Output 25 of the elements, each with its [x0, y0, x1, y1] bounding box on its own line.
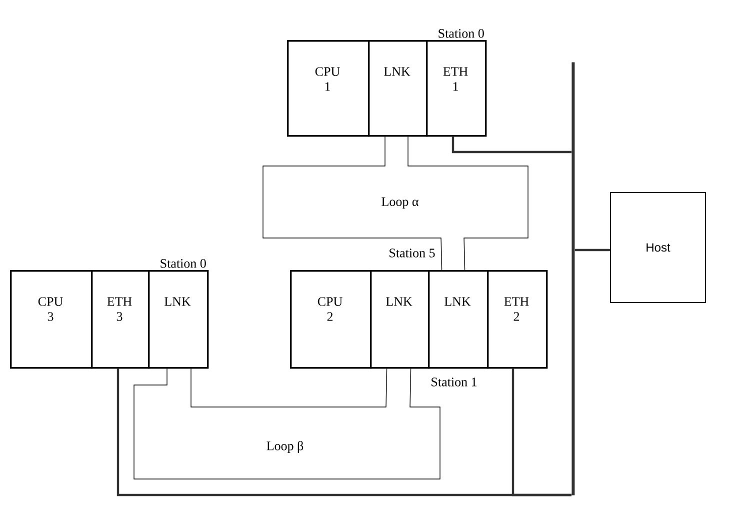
module-box: LNK: [370, 270, 430, 369]
station-label: Station 5: [388, 248, 436, 258]
ethernet-cable: [574, 248, 610, 252]
loop-wire: [190, 368, 388, 408]
module-box: LNK: [428, 270, 489, 369]
loop-label: Loop β: [266, 441, 304, 453]
node-label: Station 0: [438, 29, 484, 38]
station-label: Station 1: [430, 376, 478, 388]
host-box: Host: [610, 192, 706, 303]
loop-wire: [134, 368, 440, 480]
module-box: CPU 1: [287, 40, 370, 137]
ethernet-cable: [452, 136, 572, 154]
module-box: LNK: [368, 40, 428, 137]
node-label: Station 0: [160, 259, 206, 268]
loop-wire: [408, 136, 528, 270]
module-box: CPU 3: [10, 270, 93, 369]
module-box: CPU 2: [290, 270, 372, 369]
module-box: ETH 2: [487, 270, 548, 369]
module-box: ETH 1: [426, 40, 487, 137]
module-box: LNK: [148, 270, 209, 369]
ethernet-cable: [512, 368, 572, 496]
loop-label: Loop α: [382, 197, 418, 209]
module-box: ETH 3: [91, 270, 150, 369]
loop-wire: [262, 136, 442, 270]
bus-line: [572, 62, 575, 496]
